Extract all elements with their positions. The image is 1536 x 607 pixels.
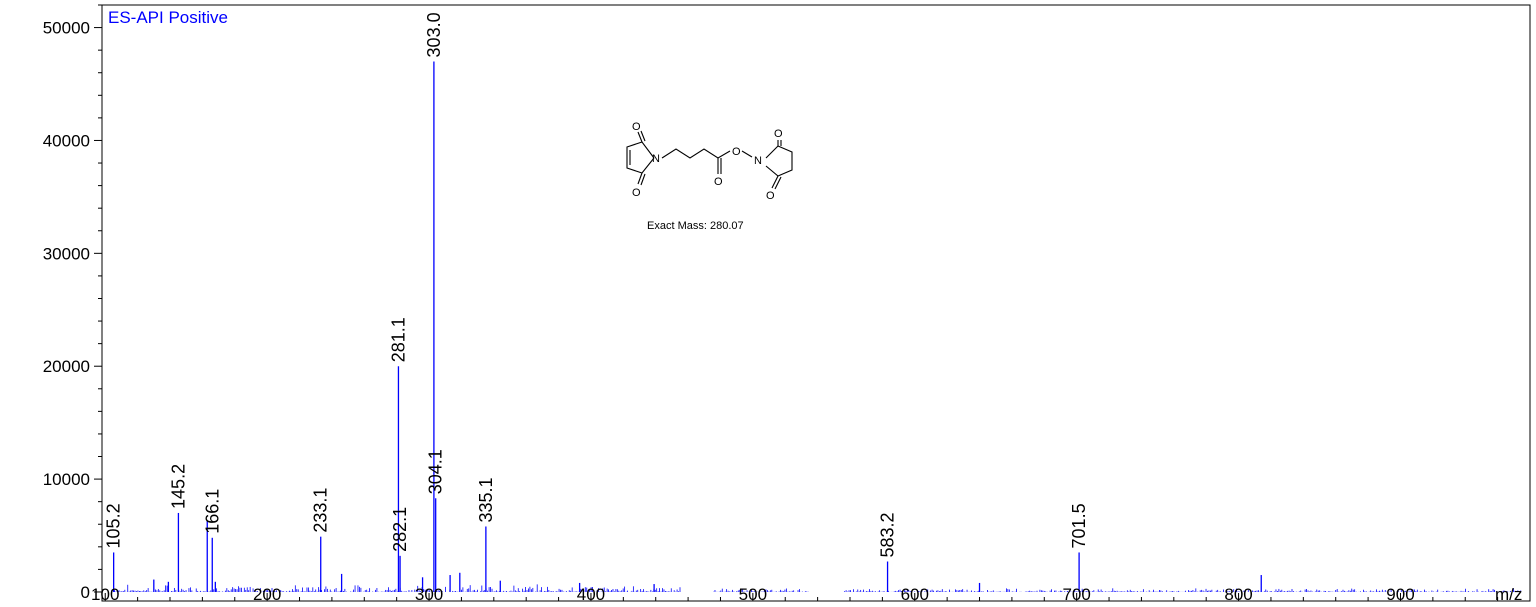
exact-mass-label: Exact Mass: 280.07 [647,220,744,232]
peak-label: 105.2 [104,503,124,548]
atom-o-bottom-right: O [766,190,775,202]
atom-o-carbonyl: O [714,176,723,188]
x-tick-label: 100 [91,585,119,604]
atom-o-top-right: O [774,128,783,140]
x-axis: 100 200 300 400 500 600 700 800 900 [91,585,1531,604]
molecule-structure: O N O O O N O O Exact Mass: 280.07 [626,121,793,232]
atom-o-bottom-left: O [632,187,641,199]
y-tick-label: 20000 [43,357,90,376]
baseline-noise [111,584,1522,592]
x-tick-label: 500 [739,585,767,604]
peak-label: 233.1 [311,488,331,533]
peak-label: 701.5 [1069,503,1089,548]
chart-title: ES-API Positive [108,8,228,27]
x-axis-label: m/z [1495,585,1522,604]
minor-peaks [153,572,1262,592]
y-axis: 0 10000 20000 30000 40000 50000 [43,4,102,602]
x-tick-label: 900 [1386,585,1414,604]
major-peaks [113,61,1080,592]
peak-label: 145.2 [168,464,188,509]
peak-label: 303.0 [424,12,444,57]
peak-label: 281.1 [388,317,408,362]
atom-o-ester: O [732,146,741,158]
x-tick-label: 200 [253,585,281,604]
peak-labels: 105.2 145.2 166.1 233.1 281.1 282.1 303.0 304.1… [104,12,1089,557]
atom-n-right: N [754,155,762,167]
y-tick-label: 0 [81,583,90,602]
atom-n-left: N [652,153,660,165]
peak-label: 304.1 [426,449,446,494]
peak-label: 282.1 [390,507,410,552]
atom-o-top-left: O [632,121,641,133]
plot-frame [101,4,1531,602]
x-tick-label: 800 [1224,585,1252,604]
x-tick-label: 400 [577,585,605,604]
y-tick-label: 40000 [43,131,90,150]
x-tick-label: 600 [901,585,929,604]
y-tick-label: 50000 [43,19,90,38]
x-tick-label: 300 [415,585,443,604]
peak-label: 583.2 [878,512,898,557]
x-tick-label: 700 [1062,585,1090,604]
y-tick-label: 30000 [43,244,90,263]
peak-label: 335.1 [476,477,496,522]
y-tick-label: 10000 [43,470,90,489]
peak-label: 166.1 [202,489,222,534]
